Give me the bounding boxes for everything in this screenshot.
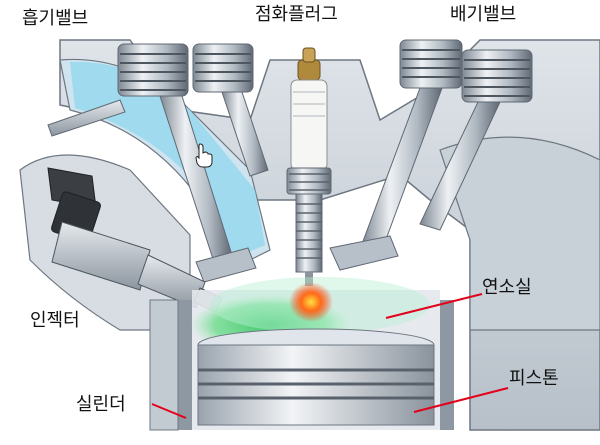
intake-tube [47, 99, 126, 137]
cylinder-outer-left [149, 299, 179, 431]
exhaust-valve-springs [399, 39, 533, 103]
combustion-chamber-label: 연소실 [482, 277, 532, 298]
leader-piston [413, 387, 509, 413]
cylinder-wall-left [178, 300, 192, 430]
spark-flame [289, 282, 333, 322]
piston [197, 328, 435, 426]
exhaust-valve-label: 배기밸브 [450, 4, 517, 25]
leader-cylinder [151, 403, 187, 419]
spark-plug [286, 47, 332, 286]
exhaust-valve-stem-2 [419, 101, 501, 231]
leader-lines [151, 293, 509, 419]
cylinder-wall-right [440, 300, 454, 430]
injector-label: 인젝터 [30, 310, 80, 331]
intake-valve-label: 흡기밸브 [22, 8, 89, 29]
intake-valve-stem-2 [221, 91, 269, 177]
piston-label: 피스톤 [509, 368, 559, 389]
cylinder-label: 실린더 [76, 394, 126, 415]
hand-cursor-icon [195, 143, 213, 168]
intake-valve-springs [117, 43, 254, 97]
exhaust-valve-head [329, 235, 399, 271]
intake-valve-head [195, 247, 257, 283]
fuel-injector [47, 167, 223, 313]
spark-plug-label: 점화플러그 [255, 4, 338, 25]
leader-combustion-chamber [385, 293, 483, 319]
